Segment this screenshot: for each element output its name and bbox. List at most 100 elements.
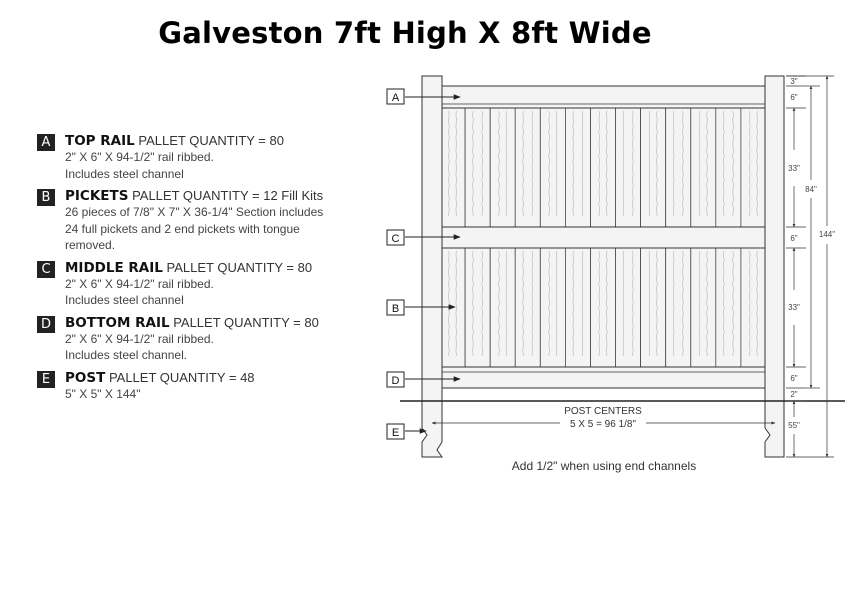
grain-line bbox=[606, 250, 608, 357]
end-channel-note: Add 1/2" when using end channels bbox=[512, 459, 696, 473]
page-title: Galveston 7ft High X 8ft Wide bbox=[158, 16, 652, 50]
pallet-quantity: PALLET QUANTITY = 12 Fill Kits bbox=[132, 188, 324, 203]
grain-line bbox=[732, 250, 734, 357]
grain-line bbox=[548, 110, 550, 217]
dim-55: 55" bbox=[788, 421, 800, 430]
part-name: PICKETS bbox=[65, 188, 129, 204]
grain-line bbox=[481, 110, 483, 217]
grain-line bbox=[748, 110, 751, 217]
grain-line bbox=[656, 250, 658, 357]
badge-a: A bbox=[37, 134, 55, 151]
parts-legend: A TOP RAIL PALLET QUANTITY = 80 2" X 6" … bbox=[37, 133, 367, 408]
middle-rail bbox=[439, 226, 767, 249]
part-name: TOP RAIL bbox=[65, 133, 135, 149]
picket bbox=[514, 107, 541, 228]
grain-line bbox=[648, 110, 651, 217]
picket bbox=[715, 107, 742, 228]
part-spec: Includes steel channel bbox=[65, 293, 184, 307]
grain-line bbox=[723, 110, 725, 217]
picket bbox=[539, 107, 566, 228]
badge-c: C bbox=[37, 260, 55, 278]
grain-line bbox=[522, 250, 524, 357]
part-name: BOTTOM RAIL bbox=[65, 314, 170, 331]
callout-e: E bbox=[392, 427, 399, 439]
part-spec: 2" X 6" X 94-1/2" rail ribbed. bbox=[65, 331, 214, 346]
callout-b: B bbox=[392, 303, 399, 315]
dim-144: 144" bbox=[819, 230, 835, 239]
grain-line bbox=[631, 250, 634, 357]
part-spec: 2" X 6" X 94-1/2" rail ribbed. bbox=[65, 276, 214, 291]
picket bbox=[640, 247, 667, 368]
grain-line bbox=[481, 250, 483, 357]
grain-line bbox=[581, 110, 584, 217]
right-post bbox=[764, 75, 785, 458]
grain-line bbox=[572, 110, 575, 217]
bottom-rail bbox=[439, 366, 767, 389]
callout-a: A bbox=[392, 92, 400, 104]
pallet-quantity: PALLET QUANTITY = 80 bbox=[173, 314, 319, 330]
part-spec: Includes steel channel. bbox=[65, 348, 188, 362]
legend-item-bottom-rail: D BOTTOM RAIL PALLET QUANTITY = 80 2" X … bbox=[37, 315, 367, 364]
grain-line bbox=[448, 110, 450, 217]
grain-line bbox=[656, 110, 658, 217]
grain-line bbox=[522, 110, 524, 217]
picket bbox=[615, 107, 642, 228]
part-name: POST bbox=[65, 369, 106, 386]
dim-33-upper: 33" bbox=[788, 164, 800, 173]
grain-line bbox=[682, 110, 684, 217]
legend-item-pickets: B PICKETS PALLET QUANTITY = 12 Fill Kits… bbox=[37, 188, 367, 254]
picket bbox=[640, 107, 667, 228]
wood-grain bbox=[448, 110, 758, 357]
picket bbox=[690, 107, 717, 228]
grain-line bbox=[673, 250, 675, 357]
dim-6-top: 6" bbox=[790, 93, 797, 102]
grain-line bbox=[572, 250, 575, 357]
picket bbox=[464, 247, 491, 368]
dim-84: 84" bbox=[805, 185, 817, 194]
grain-line bbox=[673, 110, 675, 217]
picket bbox=[740, 107, 767, 228]
grain-line bbox=[723, 250, 725, 357]
legend-item-middle-rail: C MIDDLE RAIL PALLET QUANTITY = 80 2" X … bbox=[37, 260, 367, 309]
dim-6-bottom: 6" bbox=[790, 374, 797, 383]
picket bbox=[489, 107, 516, 228]
grain-line bbox=[648, 250, 651, 357]
part-spec: Includes steel channel bbox=[65, 166, 184, 181]
grain-line bbox=[498, 110, 500, 217]
picket bbox=[665, 107, 692, 228]
grain-line bbox=[581, 250, 584, 357]
grain-line bbox=[498, 250, 500, 357]
grain-line bbox=[472, 250, 474, 357]
dim-6-middle: 6" bbox=[790, 234, 797, 243]
grain-line bbox=[598, 110, 600, 217]
dim-3: 3" bbox=[790, 77, 797, 86]
picket bbox=[590, 107, 617, 228]
part-name: MIDDLE RAIL bbox=[65, 259, 163, 276]
part-spec: removed. bbox=[65, 238, 116, 252]
grain-line bbox=[631, 110, 634, 217]
grain-line bbox=[706, 110, 708, 217]
grain-line bbox=[756, 250, 758, 357]
picket bbox=[565, 247, 591, 368]
picket bbox=[489, 247, 516, 368]
grain-line bbox=[531, 250, 533, 357]
picket bbox=[514, 247, 541, 368]
grain-line bbox=[472, 110, 474, 217]
callout-c: C bbox=[392, 233, 400, 245]
picket bbox=[740, 247, 767, 368]
callout-d: D bbox=[392, 375, 400, 387]
grain-line bbox=[555, 110, 558, 217]
pallet-quantity: PALLET QUANTITY = 80 bbox=[166, 259, 313, 275]
grain-line bbox=[732, 110, 734, 217]
left-post bbox=[421, 75, 443, 458]
badge-b: B bbox=[37, 189, 55, 206]
picket bbox=[565, 107, 591, 228]
dim-33-lower: 33" bbox=[788, 303, 800, 312]
legend-item-top-rail: A TOP RAIL PALLET QUANTITY = 80 2" X 6" … bbox=[37, 133, 367, 182]
grain-line bbox=[505, 110, 508, 217]
picket bbox=[615, 247, 642, 368]
grain-line bbox=[455, 250, 458, 357]
picket bbox=[715, 247, 742, 368]
picket bbox=[665, 247, 692, 368]
legend-item-post: E POST PALLET QUANTITY = 48 5" X 5" X 14… bbox=[37, 370, 367, 403]
